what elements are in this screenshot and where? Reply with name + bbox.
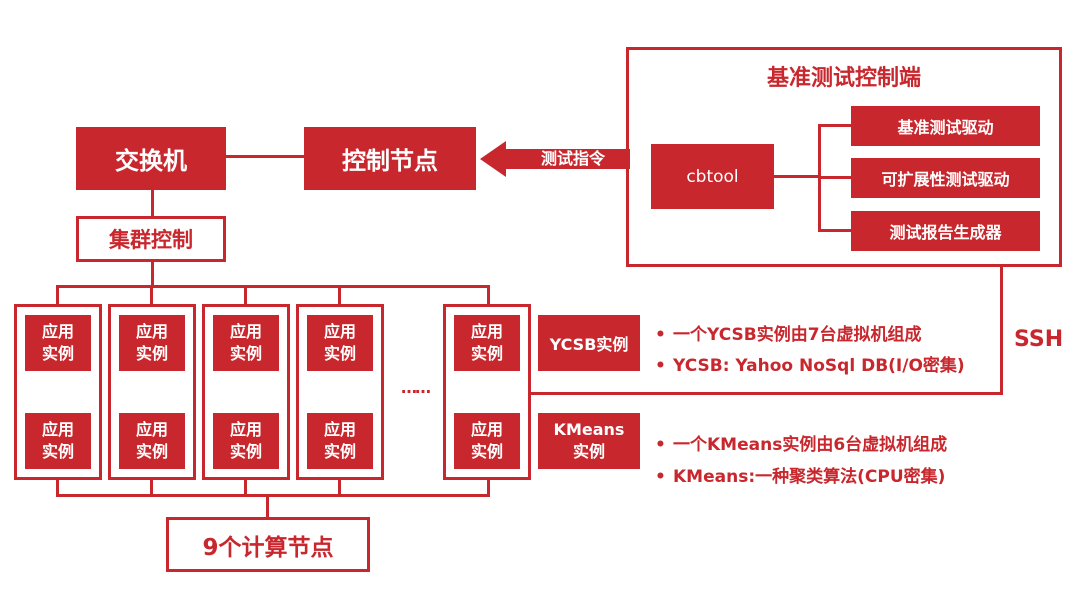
bus-rise xyxy=(244,478,247,496)
kmeans-bullet: •一个KMeans实例由6台虚拟机组成 xyxy=(655,435,948,455)
app-instance: 应用实例 xyxy=(454,413,520,469)
bottom-bus-line xyxy=(56,494,490,497)
driver-tick xyxy=(818,176,852,179)
ssh-line-vertical xyxy=(1000,266,1003,394)
driver-report-generator: 测试报告生成器 xyxy=(851,211,1040,251)
benchmark-control-panel xyxy=(626,47,1062,267)
app-instance: 应用实例 xyxy=(454,315,520,371)
switch-to-cluster-line xyxy=(151,190,154,218)
bus-rise xyxy=(56,478,59,496)
ellipsis: …… xyxy=(401,378,431,397)
bus-rise xyxy=(150,478,153,496)
bus-rise xyxy=(487,478,490,496)
bus-drop xyxy=(338,285,341,305)
kmeans-bullet: •KMeans:一种聚类算法(CPU密集) xyxy=(655,467,946,487)
driver-tick xyxy=(818,229,852,232)
driver-scalability: 可扩展性测试驱动 xyxy=(851,158,1040,198)
app-instance: 应用实例 xyxy=(25,413,91,469)
bus-drop xyxy=(150,285,153,305)
bus-drop xyxy=(244,285,247,305)
driver-tick xyxy=(818,124,852,127)
ycsb-bullet: •YCSB: Yahoo NoSql DB(I/O密集) xyxy=(655,356,965,376)
ycsb-bullet: •一个YCSB实例由7台虚拟机组成 xyxy=(655,325,922,345)
app-instance: 应用实例 xyxy=(213,315,279,371)
app-instance: 应用实例 xyxy=(307,315,373,371)
bus-rise xyxy=(338,478,341,496)
driver-benchmark: 基准测试驱动 xyxy=(851,106,1040,146)
arrow-label: 测试指令 xyxy=(540,149,605,168)
compute-nodes-label: 9个计算节点 xyxy=(166,517,370,572)
cbtool-node: cbtool xyxy=(651,144,774,209)
bus-drop xyxy=(56,285,59,305)
cluster-to-bus-line xyxy=(151,262,154,286)
app-instance: 应用实例 xyxy=(119,315,185,371)
switch-to-control-line xyxy=(226,155,304,158)
ssh-label: SSH xyxy=(1014,327,1064,352)
ycsb-instance-tag: YCSB实例 xyxy=(538,315,640,371)
cluster-control-node: 集群控制 xyxy=(76,216,226,262)
switch-node: 交换机 xyxy=(76,127,226,190)
control-node: 控制节点 xyxy=(304,127,476,190)
app-instance: 应用实例 xyxy=(25,315,91,371)
ssh-line-horizontal xyxy=(527,392,1003,395)
app-instance: 应用实例 xyxy=(213,413,279,469)
app-instance: 应用实例 xyxy=(307,413,373,469)
bus-drop xyxy=(487,285,490,305)
app-instance: 应用实例 xyxy=(119,413,185,469)
benchmark-title: 基准测试控制端 xyxy=(766,66,921,91)
top-bus-line xyxy=(56,285,490,288)
command-arrow xyxy=(480,141,630,177)
cbtool-link-line xyxy=(774,175,820,178)
bus-to-compute-line xyxy=(266,494,269,518)
